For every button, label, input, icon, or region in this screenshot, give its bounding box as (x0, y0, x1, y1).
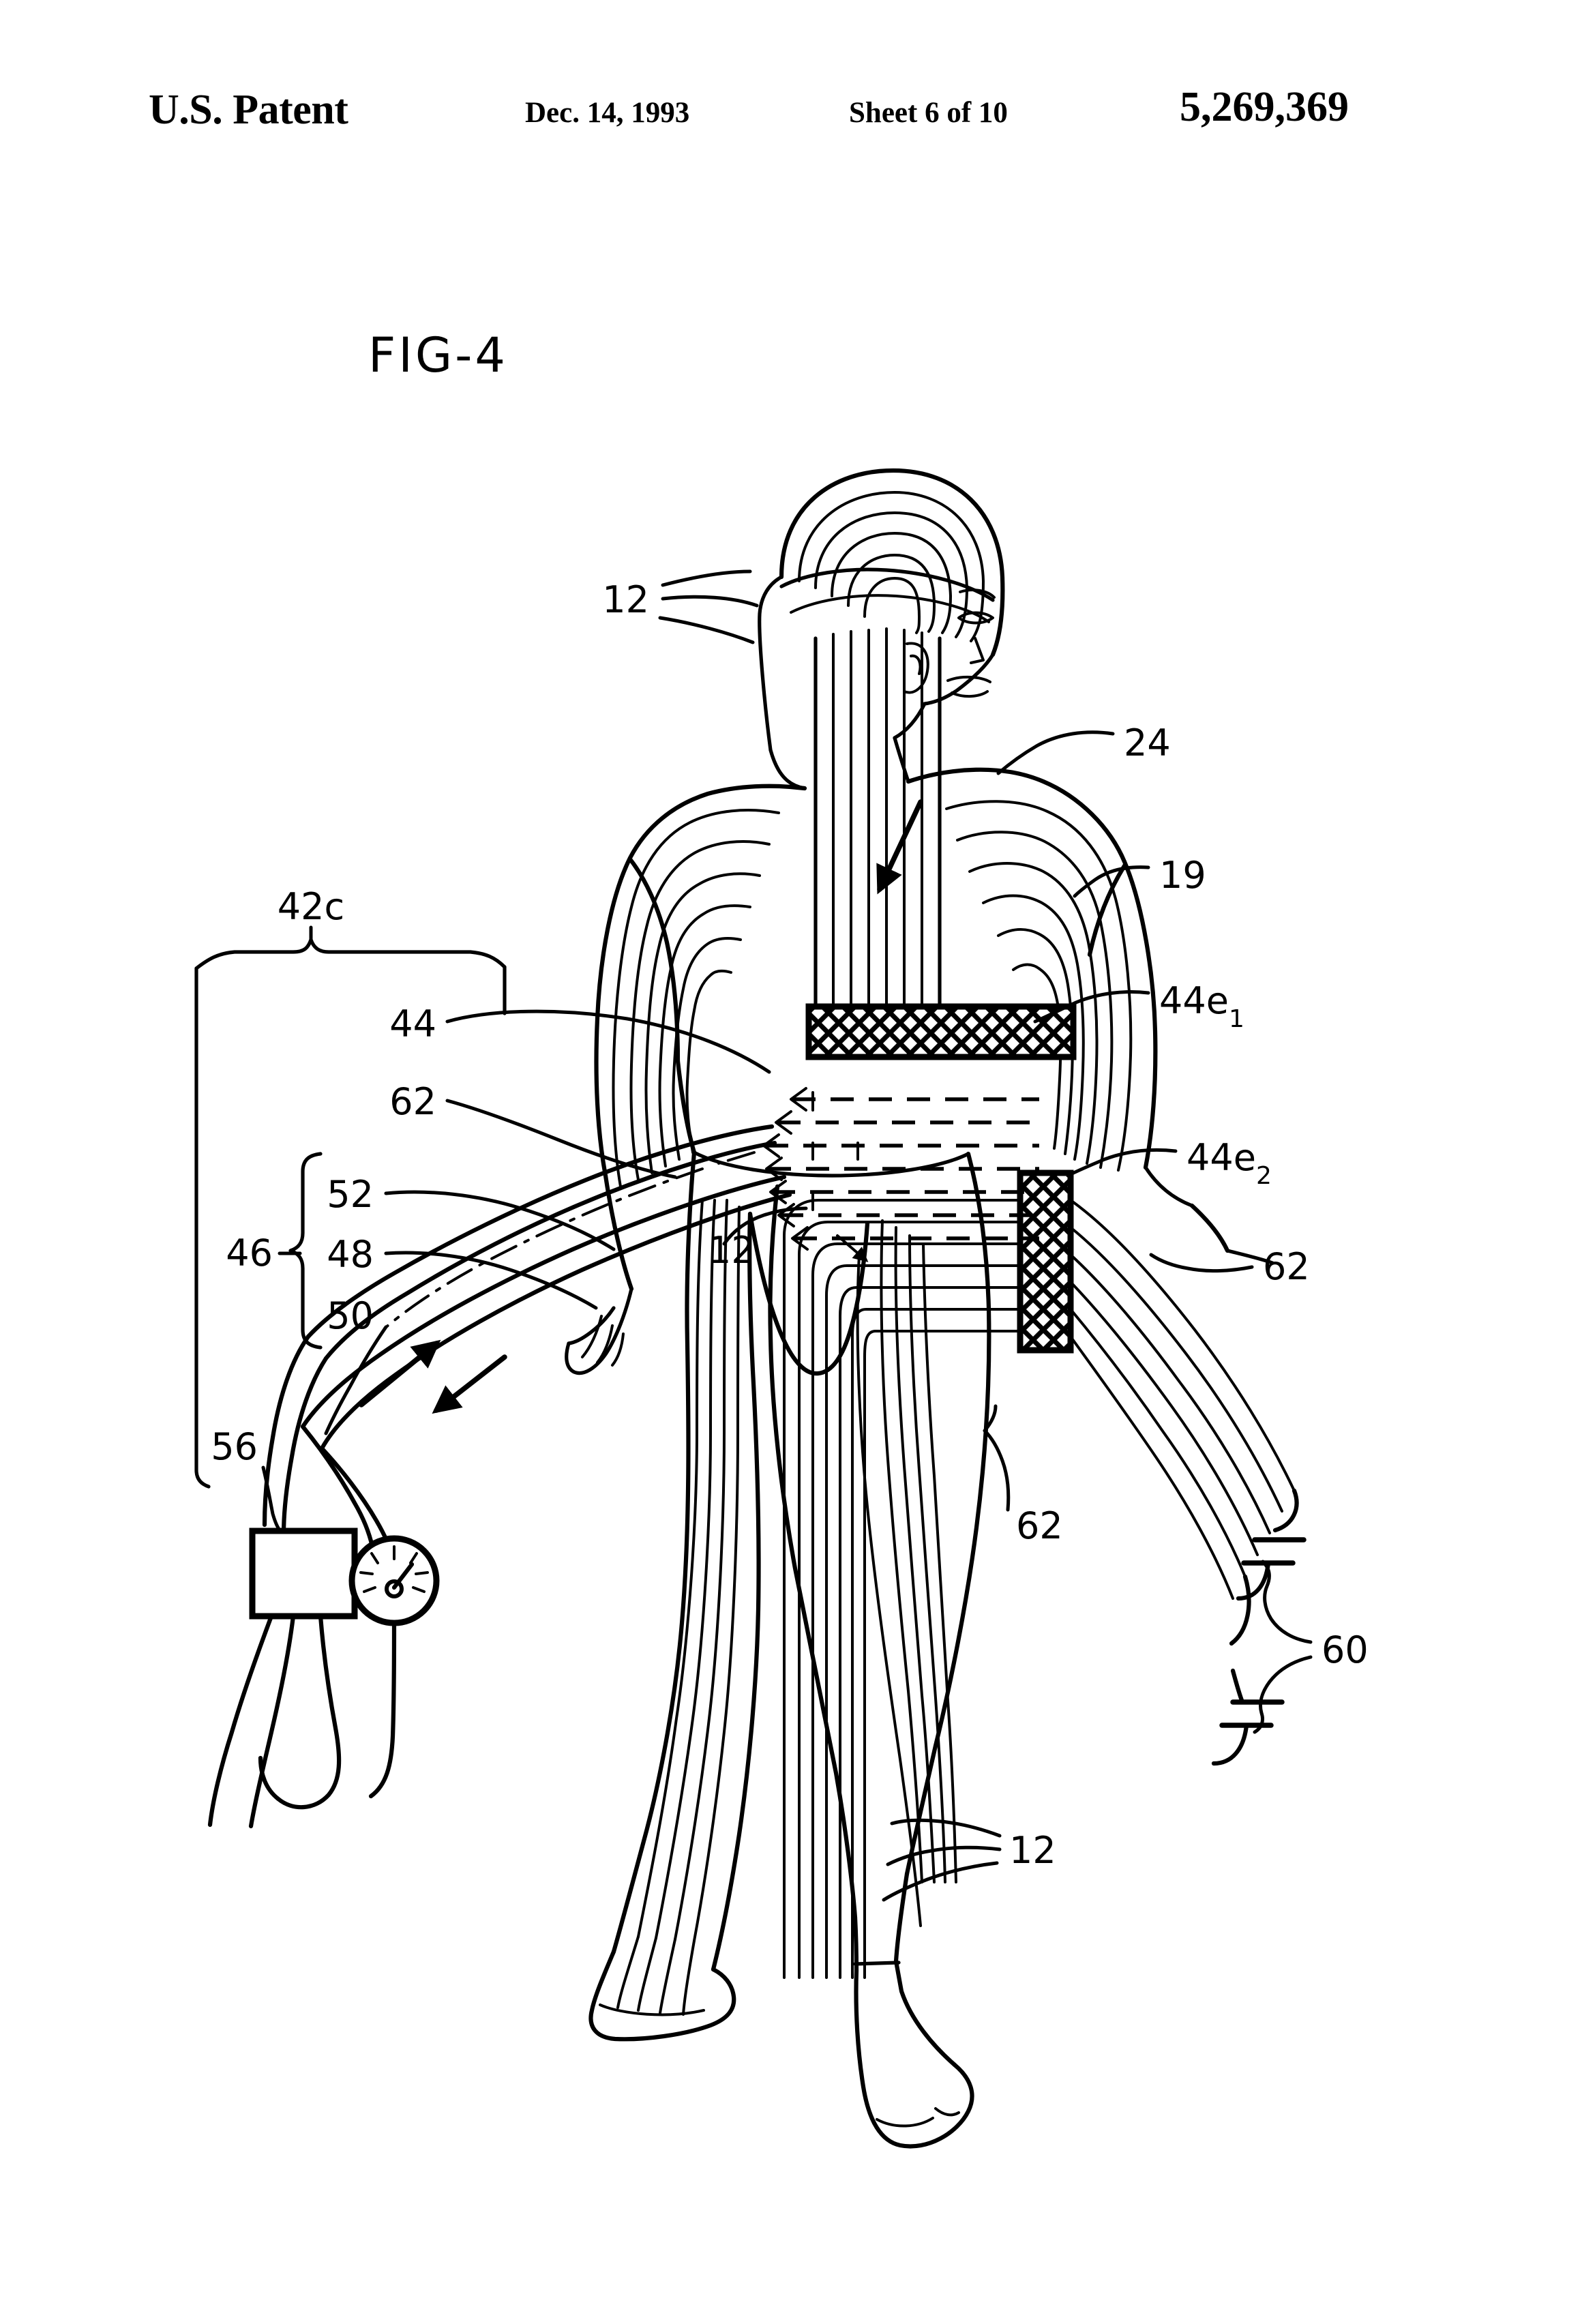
arm-tubing-arcs (612, 800, 1133, 1188)
manifold-band-upper-44e1 (805, 1003, 1077, 1060)
refnum-62-hand: 62 (1263, 1245, 1310, 1288)
patent-office-label: U.S. Patent (149, 87, 348, 133)
hip-leg-tubing (783, 1199, 1021, 1979)
supply-return-hoses (262, 1124, 792, 1564)
legs-outline (588, 1150, 991, 2149)
refnum-46: 46 (226, 1232, 273, 1275)
refnum-44e1: 44e1 (1159, 979, 1244, 1033)
refnum-42c: 42c (278, 885, 344, 928)
refnum-44e2: 44e2 (1186, 1136, 1272, 1190)
pump-reservoir-box (207, 1528, 358, 1829)
pressure-gauge (348, 1535, 440, 1799)
figure-title: FIG-4 (368, 327, 508, 383)
refnum-12-torso: 12 (708, 1229, 755, 1272)
refnum-48: 48 (327, 1233, 374, 1276)
leader-lines (261, 569, 1313, 1902)
refnum-24: 24 (1124, 721, 1171, 764)
refnum-12-head: 12 (602, 578, 649, 621)
bracket-46 (288, 1152, 323, 1350)
patent-date: Dec. 14, 1993 (525, 97, 690, 129)
refnum-12-ankle: 12 (1009, 1829, 1056, 1872)
refnum-50: 50 (327, 1294, 374, 1337)
refnum-19: 19 (1159, 854, 1206, 897)
manifold-band-lower-44e2 (1017, 1170, 1074, 1354)
refnum-52: 52 (327, 1173, 374, 1216)
exit-tubes-to-fittings (1069, 1199, 1307, 1766)
patent-number: 5,269,369 (1180, 84, 1349, 130)
refnum-62-thigh: 62 (1016, 1504, 1063, 1547)
refnum-62-left: 62 (389, 1080, 436, 1123)
central-tube-bundle (814, 627, 942, 1010)
patent-header: U.S. Patent Dec. 14, 1993 Sheet 6 of 10 … (0, 84, 1582, 150)
refnum-60: 60 (1322, 1628, 1369, 1671)
crotch-outline (747, 1211, 870, 1376)
hood-and-head (758, 468, 1005, 790)
refnum-44: 44 (389, 1002, 436, 1045)
reference-numerals: 12 24 19 42c 44 44e1 62 44e2 52 46 48 50… (211, 578, 1368, 1872)
refnum-56: 56 (211, 1425, 258, 1468)
sheet-indicator: Sheet 6 of 10 (849, 97, 1008, 129)
